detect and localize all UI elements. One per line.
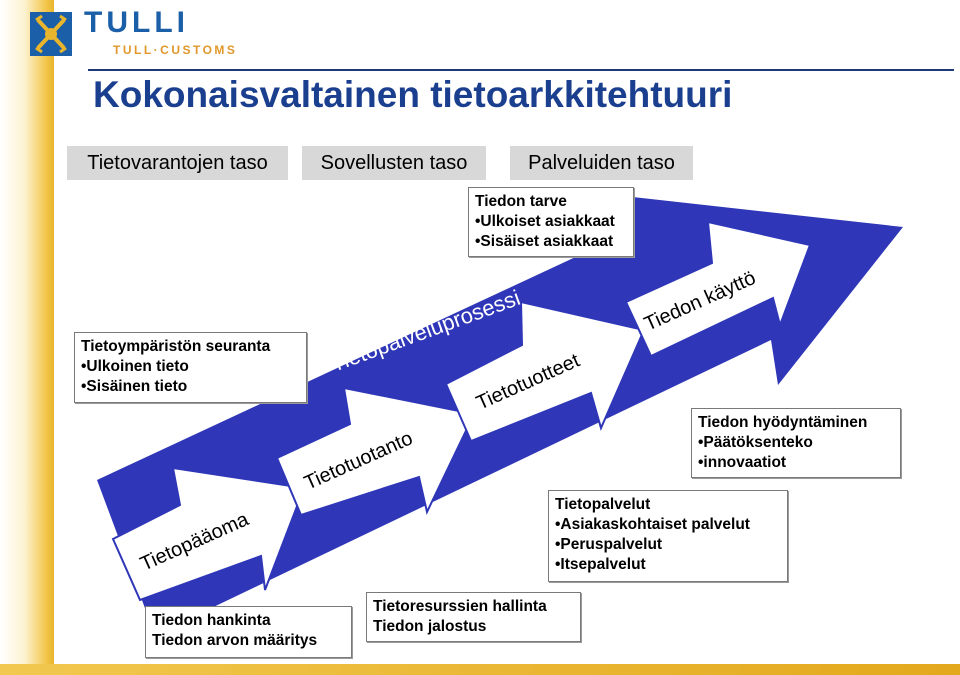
arrow-tietopaaoma [111, 466, 306, 602]
bottom-decoration-bar [0, 664, 960, 675]
box-title: Tietoresurssien hallinta [373, 598, 547, 615]
arrow-tietotuotteet [444, 300, 646, 443]
box-line: •Päätöksenteko [698, 434, 813, 451]
tulli-emblem-icon [30, 12, 72, 56]
box-title: Tiedon hankinta [152, 612, 271, 629]
box-line: Tiedon jalostus [373, 618, 487, 635]
box-title: Tietopalvelut [555, 496, 651, 513]
side-decoration-bar [0, 0, 54, 675]
box-line: •Sisäiset asiakkaat [475, 233, 614, 250]
box-title: Tietoympäristön seuranta [81, 338, 271, 355]
box-line: •Ulkoiset asiakkaat [475, 213, 615, 230]
box-title: Tiedon tarve [475, 193, 567, 210]
tab-palveluiden-taso: Palveluiden taso [510, 146, 693, 180]
box-tietopalvelut: Tietopalvelut •Asiakaskohtaiset palvelut… [548, 490, 788, 582]
logo-subtitle: TULL·CUSTOMS [113, 43, 238, 57]
box-line: •Itsepalvelut [555, 556, 646, 573]
box-line: •innovaatiot [698, 454, 787, 471]
box-tiedon-hyodyntaminen: Tiedon hyödyntäminen •Päätöksenteko •inn… [691, 408, 901, 478]
box-tietoresurssien-hallinta: Tietoresurssien hallinta Tiedon jalostus [366, 592, 581, 642]
box-tiedon-tarve: Tiedon tarve •Ulkoiset asiakkaat •Sisäis… [468, 187, 634, 257]
box-tietoympariston-seuranta: Tietoympäristön seuranta •Ulkoinen tieto… [74, 332, 307, 403]
box-line: •Ulkoinen tieto [81, 358, 189, 375]
box-title: Tiedon hyödyntäminen [698, 414, 868, 431]
tab-sovellusten-taso: Sovellusten taso [302, 146, 486, 180]
box-line: •Sisäinen tieto [81, 378, 188, 395]
tab-tietovarantojen-taso: Tietovarantojen taso [67, 146, 288, 180]
box-line: Tiedon arvon määritys [152, 632, 318, 649]
header-divider [88, 69, 954, 71]
page-title: Kokonaisvaltainen tietoarkkitehtuuri [93, 74, 733, 115]
arrow-tiedon-kaytto [624, 220, 812, 358]
logo-name: TULLI [84, 6, 189, 39]
box-tiedon-hankinta: Tiedon hankinta Tiedon arvon määritys [145, 606, 352, 658]
box-line: •Peruspalvelut [555, 536, 663, 553]
box-line: •Asiakaskohtaiset palvelut [555, 516, 750, 533]
arrow-tietotuotanto [275, 386, 476, 517]
